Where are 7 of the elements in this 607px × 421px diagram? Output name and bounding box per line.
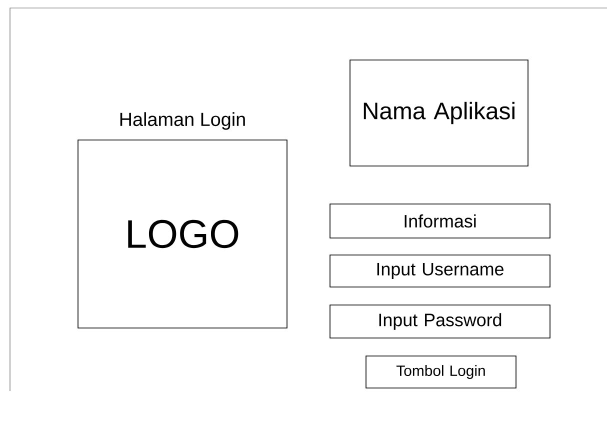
- wireframe-box: Nama Aplikasi: [350, 60, 528, 166]
- wireframe-box: Informasi: [330, 204, 550, 238]
- wireframe-box: Tombol Login: [366, 356, 516, 388]
- wireframe-box: Input Password: [330, 304, 550, 338]
- heading: Halaman Login: [120, 112, 245, 130]
- wireframe-box: Input Username: [330, 254, 550, 288]
- wireframe-box: LOGO: [78, 140, 288, 328]
